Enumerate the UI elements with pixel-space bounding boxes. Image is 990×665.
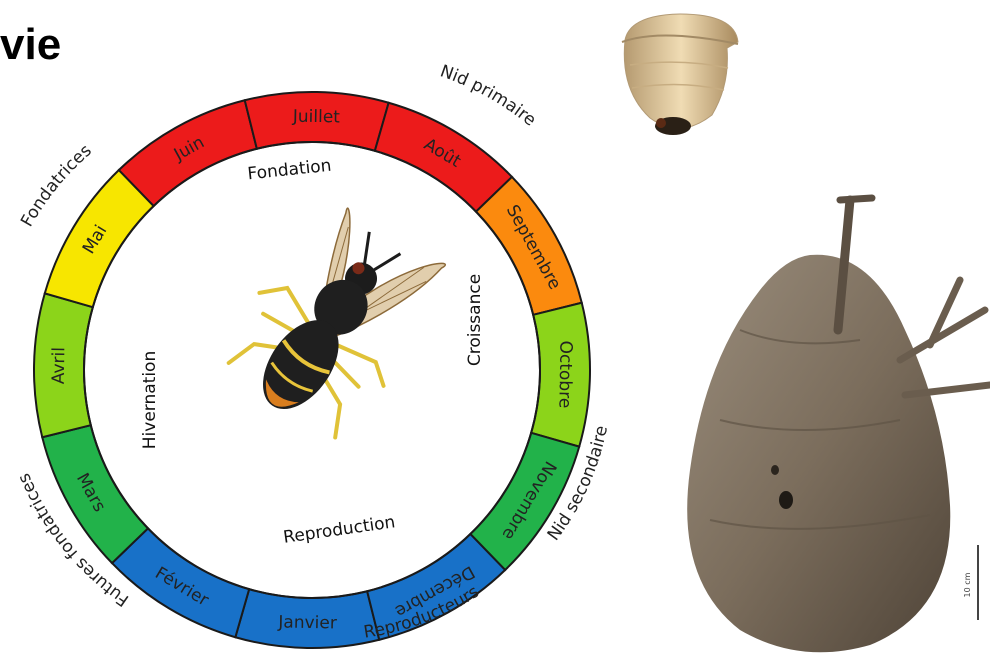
month-label: Juillet (292, 107, 341, 128)
secondary-nest-icon: 10 cm (687, 198, 990, 652)
month-label: Avril (49, 347, 70, 384)
primary-nest-label: Nid primaire (437, 61, 539, 130)
primary-nest-icon (622, 14, 738, 135)
scale-label: 10 cm (963, 572, 972, 597)
month-label: Janvier (277, 612, 337, 633)
phase-foundation-label: Fondation (247, 156, 333, 185)
phase-reproduction-label: Reproduction (282, 512, 396, 548)
month-label: Octobre (554, 340, 575, 408)
phase-growth-label: Croissance (465, 274, 485, 366)
phase-hibernation-label: Hivernation (140, 351, 160, 449)
hornet-icon (211, 186, 461, 451)
